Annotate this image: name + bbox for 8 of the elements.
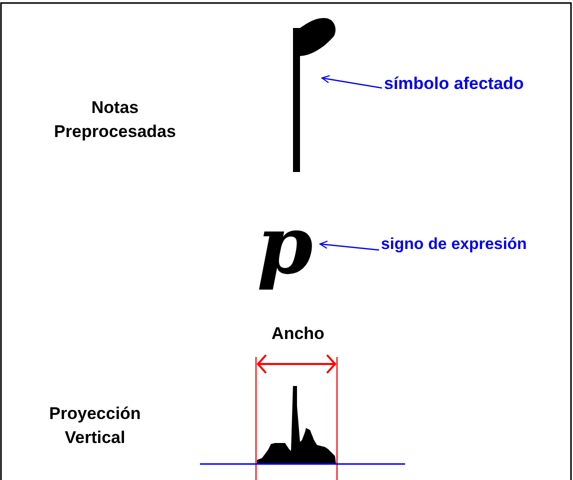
annotation-text: símbolo afectado bbox=[384, 74, 564, 98]
section-label: Proyección Vertical bbox=[48, 403, 142, 449]
section-label: Notas Preprocesadas bbox=[53, 97, 177, 143]
dimension-label: Ancho bbox=[270, 323, 326, 345]
leader-line bbox=[321, 75, 382, 89]
dynamic-mark: p bbox=[240, 205, 330, 295]
annotation-text: signo de expresión bbox=[381, 236, 567, 260]
leader-line bbox=[319, 240, 380, 251]
